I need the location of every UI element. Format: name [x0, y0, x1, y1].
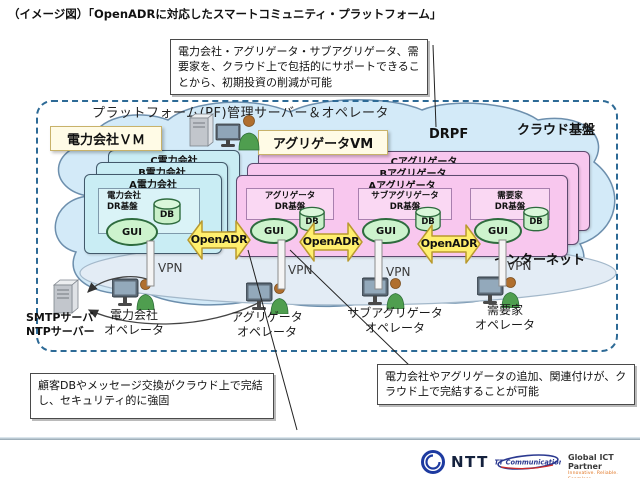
openadr-label-3: OpenADR: [420, 237, 478, 250]
svg-text:DB: DB: [160, 210, 174, 220]
power-dr-title: 電力会社 DR基盤: [107, 191, 142, 212]
svg-text:DB: DB: [305, 216, 318, 226]
callout-bottom-left: 顧客DBやメッセージ交換がクラウド上で完結し、セキュリティ的に強固: [30, 373, 274, 419]
operator-icon-power: [112, 278, 155, 310]
operator-label-subaggregator: サブアグリゲータ オペレータ: [347, 306, 443, 335]
openadr-label-2: OpenADR: [302, 235, 360, 248]
callout-bottom-right: 電力会社やアグリゲータの追加、関連付けが、クラウド上で完結することが可能: [377, 364, 635, 405]
power-layer-a-label: A電力会社: [129, 180, 177, 191]
vpn-label-3: VPN: [386, 265, 411, 279]
pf-admin-header: プラットフォーム(PF)管理サーバー＆オペレータ: [92, 106, 389, 121]
aggregator-layer-a-label: Aアグリゲータ: [368, 181, 436, 192]
ntt-communications-wordmark: NTT Communications: [495, 459, 561, 467]
subaggregator-db-cylinder: DB: [414, 206, 442, 237]
ntt-communications-logo: NTT Communications: [495, 454, 561, 470]
power-layer-c-label: C電力会社: [109, 152, 239, 167]
operator-label-aggregator: アグリゲータ オペレータ: [231, 310, 303, 339]
openadr-label-1: OpenADR: [190, 233, 248, 246]
vpn-label-4: VPN: [507, 259, 532, 273]
cloud-base-label: クラウド基盤: [517, 123, 596, 138]
aggregator-layer-c-label: Cアグリゲータ: [259, 153, 589, 168]
callout-top: 電力会社・アグリゲータ・サブアグリゲータ、需要家を、クラウド上で包括的にサポート…: [170, 39, 428, 96]
power-vm-box: 電力会社ＶＭ: [50, 126, 162, 151]
smtp-ntp-server-icon: [52, 279, 80, 314]
svg-text:DB: DB: [529, 216, 542, 226]
power-gui-node: GUI: [106, 218, 158, 246]
vpn-label-1: VPN: [158, 261, 183, 275]
internet-label: インターネット: [494, 253, 586, 268]
aggregator-layer-b-label: Bアグリゲータ: [248, 165, 578, 180]
power-layer-b-label: B電力会社: [97, 164, 227, 179]
aggregator-db-cylinder: DB: [298, 206, 326, 237]
ntt-logo-block: NTT: [420, 449, 489, 475]
svg-text:DB: DB: [421, 216, 434, 226]
consumer-db-cylinder: DB: [522, 206, 550, 237]
consumer-gui-node: GUI: [474, 218, 522, 244]
ntt-wordmark: NTT: [451, 453, 489, 471]
operator-label-consumer: 需要家 オペレータ: [474, 303, 535, 332]
footer-divider: [0, 437, 640, 440]
aggregator-dr-title: アグリゲータ DR基盤: [264, 191, 316, 212]
operator-icon-subaggregator: [362, 277, 405, 309]
subaggregator-dr-title: サブアグリゲータ DR基盤: [371, 191, 439, 212]
pf-server-operator-icon: [188, 113, 260, 151]
ntt-logo-icon: [421, 450, 445, 474]
page-title: （イメージ図）「OpenADRに対応したスマートコミュニティ・プラットフォーム」: [8, 7, 442, 21]
power-db-cylinder: DB: [152, 198, 182, 230]
aggregator-vm-box: アグリゲータVM: [258, 130, 388, 155]
aggregator-gui-node: GUI: [250, 218, 298, 244]
operator-label-power: 電力会社 オペレータ: [103, 308, 164, 337]
operator-icon-aggregator: [246, 282, 289, 314]
subaggregator-gui-node: GUI: [362, 218, 410, 244]
vpn-label-2: VPN: [288, 263, 313, 277]
drpf-label: DRPF: [429, 127, 469, 142]
smtp-ntp-server-label: SMTPサーバ NTPサーバー: [26, 311, 95, 338]
operator-icon-consumer: [477, 276, 520, 308]
global-ict-partner-label: Global ICT Partner Innovative. Reliable.…: [568, 453, 618, 478]
consumer-dr-title: 需要家 DR基盤: [494, 191, 526, 212]
